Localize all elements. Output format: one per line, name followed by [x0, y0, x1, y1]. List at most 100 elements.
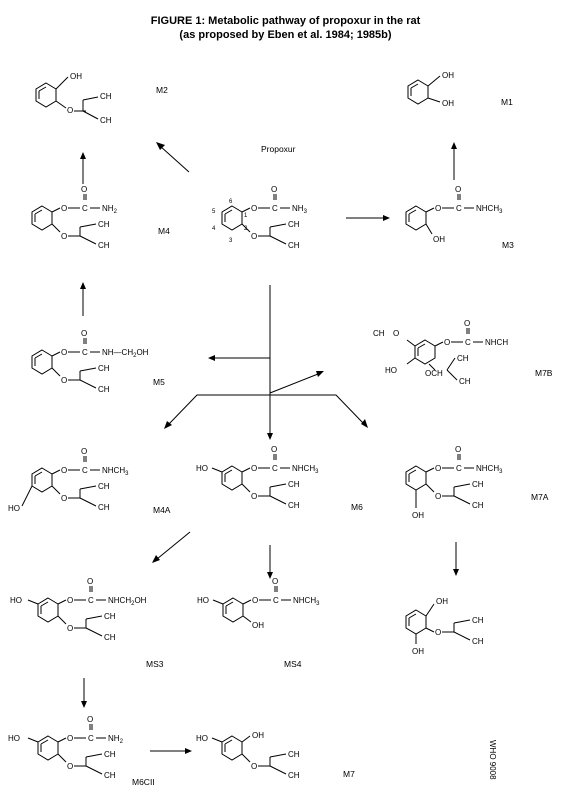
- compound-ms3: HO O C O NHCH2OH O CH CH: [10, 577, 147, 642]
- ch3-label: CH: [104, 771, 116, 780]
- o-label: O: [81, 185, 87, 194]
- ch3-label: CH: [104, 612, 116, 621]
- o-label: O: [67, 762, 73, 771]
- compound-m7a: OH O C O NHCH3 O CH CH: [405, 445, 503, 520]
- o-label: O: [251, 464, 257, 473]
- figure-title-line-1: FIGURE 1: Metabolic pathway of propoxur …: [150, 15, 421, 27]
- oh-label: OH: [436, 597, 448, 606]
- o-label: O: [271, 185, 277, 194]
- arrow-ms3-to-m6cii: [81, 678, 87, 708]
- c-label: C: [273, 596, 279, 605]
- oh-label: OH: [442, 99, 454, 108]
- o-label: O: [87, 715, 93, 724]
- amide-label: NHCH3: [292, 464, 319, 475]
- o-label: O: [87, 577, 93, 586]
- arrow-to-m4a: [164, 394, 270, 429]
- amide-label: NHCH3: [476, 204, 503, 215]
- o-label: O: [251, 232, 257, 241]
- o-label: O: [67, 596, 73, 605]
- arrow-m6-to-ms3: [152, 531, 191, 563]
- ch3-label: CH: [288, 771, 300, 780]
- oh-label: OH: [252, 621, 264, 630]
- c-label: C: [88, 596, 94, 605]
- ch3-label: CH: [104, 750, 116, 759]
- position-label: 6: [229, 199, 233, 205]
- figure-title-line-2: (as proposed by Eben et al. 1984; 1985b): [179, 29, 392, 41]
- arrow-propoxur-to-m2: [156, 142, 190, 173]
- amide-label: NH2: [108, 734, 124, 745]
- label-m7a: M7A: [531, 492, 549, 502]
- o-label: O: [444, 338, 450, 347]
- o-label: O: [272, 577, 278, 586]
- amide-label: NHCH2OH: [108, 596, 147, 607]
- compound-m4: O C O NH2 O CH CH: [31, 185, 118, 250]
- ch3-label: CH: [288, 241, 300, 250]
- position-label: 2: [244, 226, 248, 232]
- compound-m6: HO O C O NHCH3 O CH CH: [196, 445, 319, 510]
- position-label: 4: [212, 226, 216, 232]
- ch3-label: CH: [98, 482, 110, 491]
- ch3-label: CH: [457, 354, 469, 363]
- compound-unlabeled-catechol: OH OH O CH CH: [405, 597, 484, 656]
- c-label: C: [272, 464, 278, 473]
- oh-label: OH: [412, 647, 424, 656]
- o-label: O: [61, 348, 67, 357]
- compound-m1: OH OH: [407, 71, 454, 108]
- compound-propoxur: 6 1 5 4 3 2 O C O NH3 O CH CH: [212, 185, 308, 250]
- o-label: O: [81, 329, 87, 338]
- arrow-propoxur-to-m3: [346, 215, 390, 221]
- o-label: O: [67, 106, 73, 115]
- position-label: 5: [212, 209, 216, 215]
- arrow-m6-to-ms4: [267, 545, 273, 579]
- amide-label: NHCH3: [102, 466, 129, 477]
- amide-label: NHCH3: [293, 596, 320, 607]
- c-label: C: [88, 734, 94, 743]
- amide-label: NHCH: [485, 338, 508, 347]
- ch3-label: CH: [288, 750, 300, 759]
- arrow-m6cii-to-m7: [150, 748, 192, 754]
- label-m4: M4: [158, 226, 170, 236]
- arrow-to-m7b: [269, 371, 324, 394]
- oh-label: OH: [412, 511, 424, 520]
- document-code: WHO 9008: [488, 740, 497, 780]
- compound-m2: OH O CH CH: [35, 72, 112, 125]
- o-label: O: [67, 624, 73, 633]
- ch3-label: CH: [288, 480, 300, 489]
- o-label: O: [252, 596, 258, 605]
- o-label: O: [435, 492, 441, 501]
- ch3-label: CH: [472, 480, 484, 489]
- c-label: C: [465, 338, 471, 347]
- label-m7: M7: [343, 769, 355, 779]
- c-label: C: [272, 204, 278, 213]
- compound-m4a: HO O C O NHCH3 O CH CH: [8, 447, 129, 513]
- ch3-label: CH: [288, 501, 300, 510]
- amide-label: NH3: [292, 204, 308, 215]
- compound-m7b: CH O HO O C O NHCH OCH CH CH: [373, 319, 508, 386]
- label-m2: M2: [156, 85, 168, 95]
- label-ms4: MS4: [284, 659, 302, 669]
- compound-m5: O C O NH—CH2OH O CH CH: [31, 329, 149, 394]
- o-label: O: [393, 329, 399, 338]
- compound-m3: O C O NHCH3 OH: [405, 185, 503, 244]
- o-label: O: [67, 734, 73, 743]
- compound-m6cii: HO O C O NH2 O CH CH: [8, 715, 124, 780]
- ch3-label: CH: [472, 637, 484, 646]
- arrow-m5-to-m4: [80, 282, 86, 316]
- ch3-label: CH: [104, 633, 116, 642]
- o-label: O: [435, 628, 441, 637]
- ch-label: CH: [373, 329, 385, 338]
- ch3-label: CH: [98, 241, 110, 250]
- oh-label: OH: [70, 72, 82, 81]
- ho-label: HO: [197, 596, 209, 605]
- arrow-to-m7a: [270, 394, 368, 428]
- ho-label: HO: [385, 366, 397, 375]
- amide-label: NHCH3: [476, 464, 503, 475]
- arrow-propoxur-trunk: [267, 285, 273, 440]
- ch3-label: CH: [98, 364, 110, 373]
- ho-label: HO: [196, 734, 208, 743]
- ch3-label: CH: [288, 220, 300, 229]
- label-ms3: MS3: [146, 659, 164, 669]
- ch3-label: CH: [98, 385, 110, 394]
- arrow-m7a-to-unlabeled: [453, 542, 459, 576]
